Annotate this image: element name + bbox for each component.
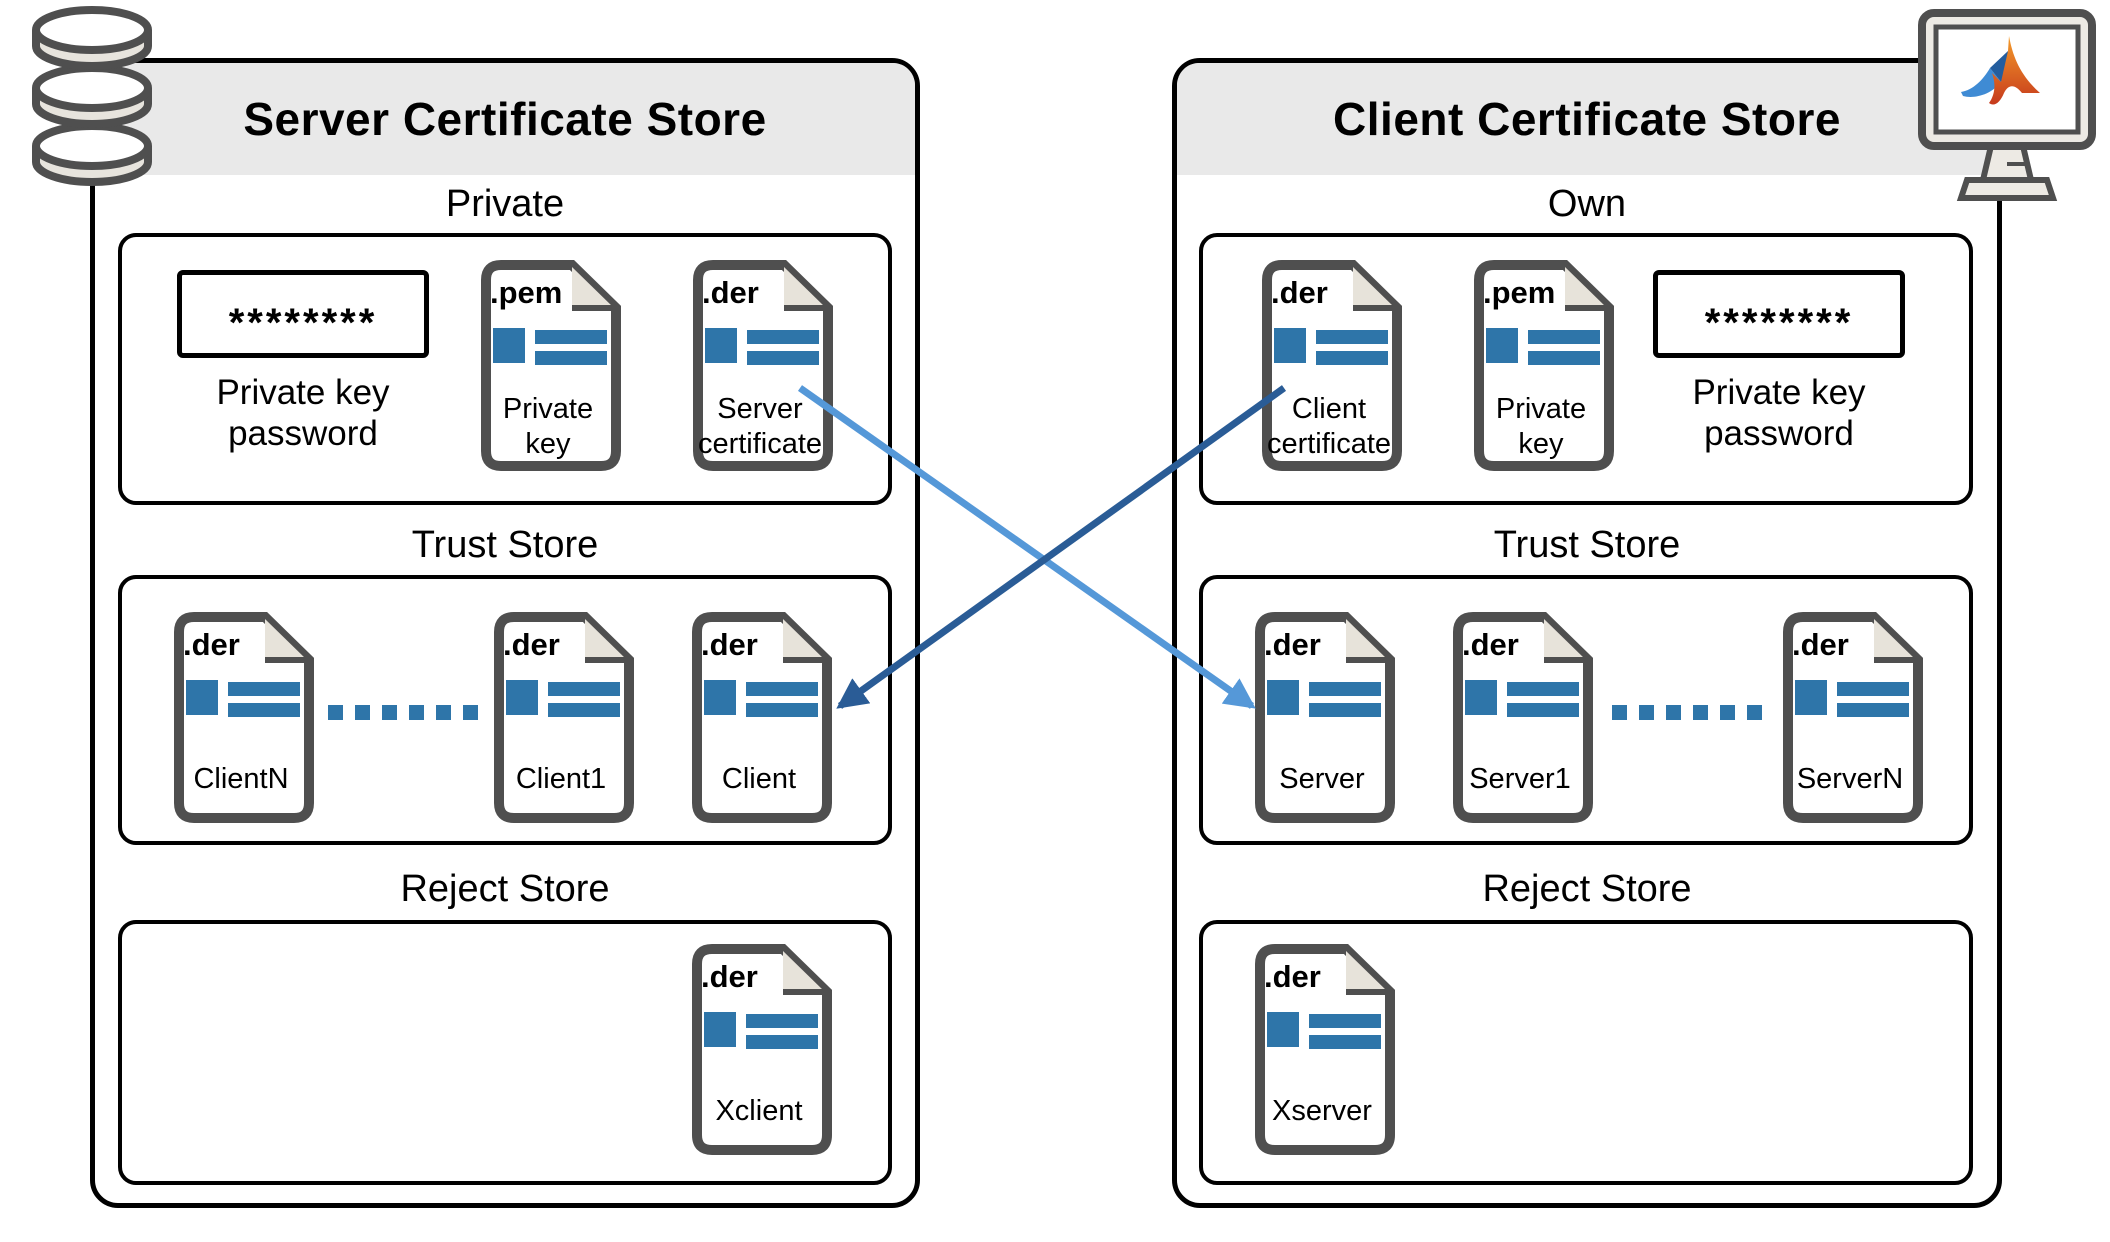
- folded-corner: [1346, 951, 1388, 992]
- certificate-graphic: [1274, 328, 1388, 365]
- certificate-graphic: [493, 328, 607, 365]
- file-extension: .der: [183, 627, 240, 662]
- file-extension: .der: [1462, 627, 1519, 662]
- folded-corner: [1565, 267, 1607, 308]
- client-store-title: Client Certificate Store: [1333, 93, 1841, 145]
- file-extension: .der: [1792, 627, 1849, 662]
- password-caption: Private key password: [1692, 373, 1866, 453]
- right-reject-store-label: Reject Store: [1482, 868, 1692, 910]
- file-icon-client-certificate: .der Client certificate: [1254, 258, 1404, 473]
- matlab-logo: [1961, 36, 2040, 105]
- file-extension: .der: [701, 959, 758, 994]
- file-icon-xserver: .der Xserver: [1247, 942, 1397, 1157]
- file-label: ClientN: [193, 762, 289, 795]
- file-icon-server-certificate: .der Server certificate: [685, 258, 835, 473]
- file-extension: .der: [1264, 959, 1321, 994]
- folded-corner: [1346, 619, 1388, 660]
- file-icon-clientN: .der ClientN: [166, 610, 316, 825]
- file-icon-client1: .der Client1: [486, 610, 636, 825]
- folded-corner: [265, 619, 307, 660]
- file-label: Xserver: [1272, 1094, 1372, 1127]
- file-label: Server certificate: [697, 393, 823, 460]
- database-icon: [32, 6, 152, 186]
- password-asterisks: ********: [1704, 300, 1854, 345]
- file-icon-server1: .der Server1: [1445, 610, 1595, 825]
- file-extension: .der: [1264, 627, 1321, 662]
- file-extension: .der: [702, 275, 759, 310]
- certificate-graphic: [186, 680, 300, 717]
- password-field: ********: [177, 270, 429, 358]
- left-reject-store-label: Reject Store: [400, 868, 610, 910]
- file-label: Client1: [515, 762, 607, 795]
- file-icon-xclient: .der Xclient: [684, 942, 834, 1157]
- file-label: Client: [721, 762, 797, 795]
- file-label: ServerN: [1796, 762, 1904, 795]
- private-key-password-left: ******** Private key password: [177, 270, 429, 453]
- folded-corner: [1874, 619, 1916, 660]
- private-key-password-right: ******** Private key password: [1653, 270, 1905, 453]
- certificate-graphic: [1465, 680, 1579, 717]
- certificate-graphic: [1267, 1012, 1381, 1049]
- file-label: Private key: [1495, 393, 1587, 460]
- file-icon-serverN: .der ServerN: [1775, 610, 1925, 825]
- certificate-graphic: [1486, 328, 1600, 365]
- file-icon-private-key-left: .pem Private key: [473, 258, 623, 473]
- file-label: Xclient: [715, 1094, 803, 1127]
- certificate-graphic: [704, 1012, 818, 1049]
- monitor-base: [1956, 177, 2058, 201]
- folded-corner: [784, 267, 826, 308]
- password-field: ********: [1653, 270, 1905, 358]
- folded-corner: [783, 951, 825, 992]
- password-caption: Private key password: [216, 373, 390, 453]
- ellipsis-dots-left: [328, 705, 478, 720]
- right-own-label: Own: [1547, 183, 1627, 225]
- file-icon-private-key-right: .pem Private key: [1466, 258, 1616, 473]
- file-icon-server: .der Server: [1247, 610, 1397, 825]
- folded-corner: [1544, 619, 1586, 660]
- file-label: Server: [1279, 762, 1365, 795]
- password-asterisks: ********: [228, 300, 378, 345]
- document-icon: [481, 260, 621, 471]
- file-label: Private key: [502, 393, 594, 460]
- file-icon-client: .der Client: [684, 610, 834, 825]
- certificate-graphic: [705, 328, 819, 365]
- client-store-header: Client Certificate Store: [1177, 63, 1997, 175]
- matlab-monitor-icon: [1918, 9, 2096, 201]
- left-trust-store-label: Trust Store: [411, 524, 599, 566]
- file-extension: .der: [701, 627, 758, 662]
- ellipsis-dots-right: [1612, 705, 1762, 720]
- file-label: Server1: [1469, 762, 1571, 795]
- folded-corner: [1353, 267, 1395, 308]
- file-extension: .der: [1271, 275, 1328, 310]
- file-extension: .pem: [1483, 275, 1556, 310]
- folded-corner: [572, 267, 614, 308]
- certificate-graphic: [1795, 680, 1909, 717]
- right-trust-store-label: Trust Store: [1493, 524, 1681, 566]
- server-store-title: Server Certificate Store: [243, 93, 767, 145]
- certificate-graphic: [506, 680, 620, 717]
- server-store-header: Server Certificate Store: [95, 63, 915, 175]
- file-label: Client certificate: [1266, 393, 1392, 460]
- file-extension: .der: [503, 627, 560, 662]
- left-private-label: Private: [445, 183, 565, 225]
- file-extension: .pem: [490, 275, 563, 310]
- folded-corner: [585, 619, 627, 660]
